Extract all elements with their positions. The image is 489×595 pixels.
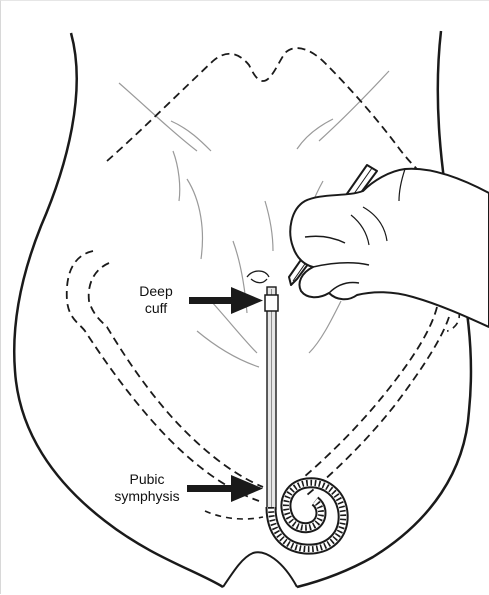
catheter-tube bbox=[267, 287, 276, 509]
coiled-catheter-icon bbox=[271, 483, 343, 549]
arrow-right-icon bbox=[187, 475, 263, 502]
arrow-right-icon bbox=[189, 287, 263, 314]
navel-icon bbox=[247, 271, 269, 283]
rib-margin-dashed bbox=[107, 48, 427, 179]
deep-cuff-label: Deep cuff bbox=[125, 283, 187, 317]
right-pelvic-dashed-inner bbox=[307, 317, 449, 495]
lower-pelvic-dashed bbox=[205, 511, 263, 519]
right-pelvic-dashed-outer bbox=[297, 307, 437, 483]
deep-cuff-marker bbox=[265, 295, 278, 311]
pubic-symphysis-label: Pubic symphysis bbox=[105, 471, 189, 505]
crotch-line bbox=[223, 552, 297, 587]
